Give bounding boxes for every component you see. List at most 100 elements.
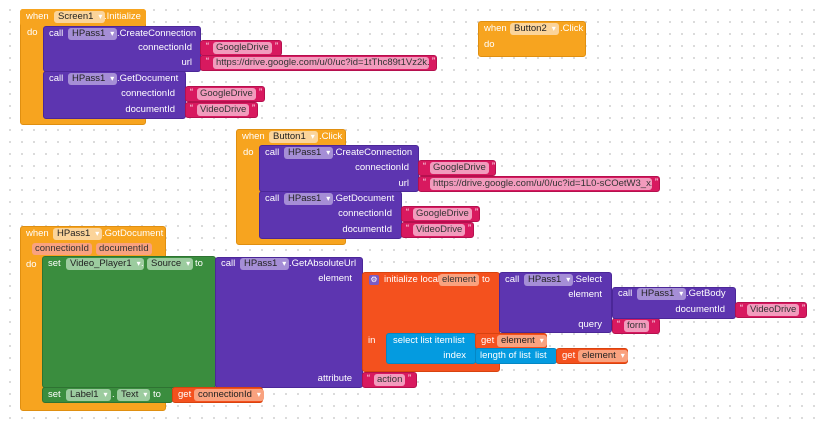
- do-label: do: [26, 259, 37, 270]
- do-label: do: [27, 27, 38, 38]
- variable-dropdown[interactable]: element: [578, 350, 628, 362]
- component-dropdown[interactable]: HPass1: [53, 228, 103, 240]
- component-dropdown[interactable]: Button2: [510, 23, 559, 35]
- method-name: .CreateConnection: [333, 147, 413, 158]
- get-label: get: [562, 350, 576, 361]
- call-label: call: [505, 274, 520, 285]
- quote-mark: ”: [275, 41, 278, 51]
- event-name: .Initialize: [104, 11, 141, 22]
- quote-mark: “: [406, 207, 409, 217]
- local-var-name[interactable]: element: [439, 274, 479, 286]
- quote-mark: “: [406, 223, 409, 233]
- dot-label: .: [141, 258, 144, 269]
- select-list-item-label: select list item: [393, 335, 453, 346]
- get-absolute-url-block[interactable]: [215, 257, 363, 388]
- variable-dropdown[interactable]: connectionId: [194, 389, 264, 401]
- quote-mark: “: [206, 56, 209, 66]
- to-label: to: [195, 258, 203, 269]
- property-dropdown[interactable]: Source: [147, 258, 194, 270]
- button2-click-event[interactable]: [478, 21, 586, 57]
- variable-dropdown[interactable]: element: [497, 335, 547, 347]
- method-name: .GetDocument: [333, 193, 395, 204]
- in-label: in: [368, 335, 376, 346]
- component-dropdown[interactable]: HPass1: [68, 28, 118, 40]
- text-value[interactable]: https://drive.google.com/u/0/uc?id=1tThc…: [213, 57, 429, 69]
- call-label: call: [265, 147, 280, 158]
- component-dropdown[interactable]: Label1: [66, 389, 111, 401]
- to-label: to: [153, 389, 161, 400]
- quote-mark: “: [423, 177, 426, 187]
- get-label: get: [178, 389, 192, 400]
- param-label: element: [318, 273, 352, 284]
- when-label: when: [26, 11, 49, 22]
- call-label: call: [49, 73, 64, 84]
- event-name: .GotDocument: [102, 228, 164, 239]
- set-video-source-block[interactable]: [42, 256, 216, 388]
- component-dropdown[interactable]: HPass1: [284, 193, 334, 205]
- param-label: connectionId: [338, 208, 392, 219]
- param-label: query: [578, 319, 602, 330]
- list-label: list: [535, 350, 547, 361]
- param-label: connectionId: [355, 162, 409, 173]
- set-label: set: [48, 258, 61, 269]
- text-value[interactable]: GoogleDrive: [213, 42, 272, 54]
- text-value[interactable]: VideoDrive: [413, 224, 466, 236]
- quote-mark: ”: [802, 303, 805, 313]
- call-label: call: [618, 288, 633, 299]
- component-dropdown[interactable]: HPass1: [240, 258, 290, 270]
- do-label: do: [243, 147, 254, 158]
- param-label: connectionId: [121, 88, 175, 99]
- get-body-block[interactable]: [612, 287, 736, 319]
- event-name: .Click: [560, 23, 584, 34]
- property-dropdown[interactable]: Text: [117, 389, 151, 401]
- text-value[interactable]: form: [624, 320, 649, 332]
- method-name: .GetDocument: [117, 73, 179, 84]
- param-label: connectionId: [138, 42, 192, 53]
- param-label: documentId: [125, 104, 175, 115]
- param-label: documentId: [342, 224, 392, 235]
- component-dropdown[interactable]: Video_Player1: [66, 258, 144, 270]
- when-label: when: [484, 23, 507, 34]
- select-list-item-block[interactable]: [386, 333, 476, 364]
- call-label: call: [221, 258, 236, 269]
- text-value[interactable]: VideoDrive: [747, 304, 800, 316]
- component-dropdown[interactable]: HPass1: [524, 274, 574, 286]
- init-local-label: initialize local: [384, 274, 440, 285]
- text-value[interactable]: GoogleDrive: [197, 88, 256, 100]
- component-dropdown[interactable]: HPass1: [284, 147, 334, 159]
- method-name: .GetBody: [686, 288, 726, 299]
- param-label: url: [398, 178, 409, 189]
- quote-mark: “: [740, 303, 743, 313]
- call-label: call: [265, 193, 280, 204]
- quote-mark: ”: [259, 87, 262, 97]
- component-dropdown[interactable]: HPass1: [68, 73, 118, 85]
- event-name: .Click: [319, 131, 343, 142]
- text-value[interactable]: https://drive.google.com/u/0/uc?id=1L0-s…: [430, 178, 652, 190]
- text-value[interactable]: VideoDrive: [197, 104, 250, 116]
- component-dropdown[interactable]: Button1: [269, 131, 318, 143]
- index-label: index: [443, 350, 466, 361]
- text-value[interactable]: GoogleDrive: [413, 208, 472, 220]
- quote-mark: “: [423, 161, 426, 171]
- quote-mark: ”: [652, 319, 655, 329]
- mutator-gear-icon[interactable]: ⚙: [369, 275, 379, 285]
- method-name: .Select: [573, 274, 603, 285]
- method-name: .CreateConnection: [117, 28, 197, 39]
- quote-mark: ”: [492, 161, 495, 171]
- quote-mark: ”: [252, 103, 255, 113]
- event-param-connectionid[interactable]: connectionId: [32, 243, 92, 255]
- dot-label: .: [112, 389, 115, 400]
- param-label: url: [181, 57, 192, 68]
- text-value[interactable]: action: [374, 374, 406, 386]
- component-dropdown[interactable]: Screen1: [54, 11, 106, 23]
- param-label: element: [568, 289, 602, 300]
- quote-mark: “: [190, 103, 193, 113]
- component-dropdown[interactable]: HPass1: [637, 288, 687, 300]
- text-value[interactable]: GoogleDrive: [430, 162, 489, 174]
- call-label: call: [49, 28, 64, 39]
- event-param-documentid[interactable]: documentId: [96, 243, 152, 255]
- quote-mark: “: [617, 319, 620, 329]
- param-label: attribute: [317, 373, 352, 384]
- param-label: documentId: [675, 304, 725, 315]
- to-label: to: [482, 274, 490, 285]
